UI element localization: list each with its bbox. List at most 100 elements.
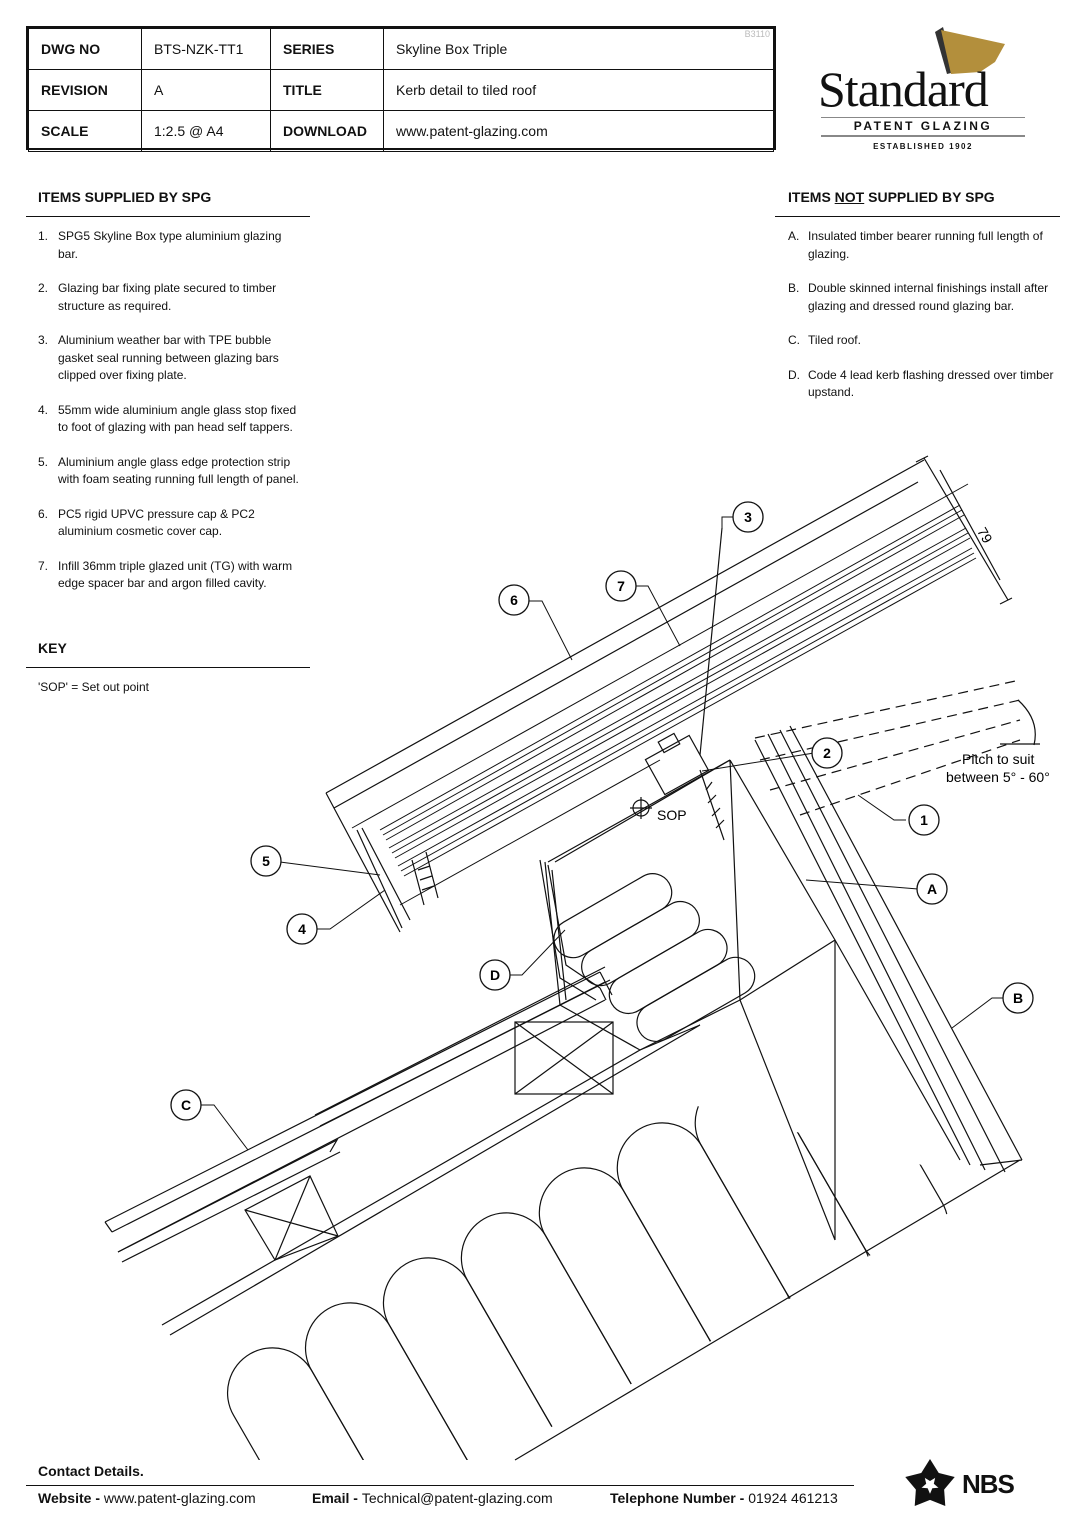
timber-bearer [554, 759, 961, 1241]
callout-label-a: A [927, 881, 937, 897]
title-row: DWG NO BTS-NZK-TT1 SERIES Skyline Box Tr… [28, 28, 774, 70]
supplied-list: 1.SPG5 Skyline Box type aluminium glazin… [38, 228, 303, 610]
not-supplied-item-text: Tiled roof. [808, 333, 861, 347]
drawing-code: B3110 [744, 29, 770, 39]
callout-label-b: B [1013, 990, 1023, 1006]
not-supplied-item-text: Code 4 lead kerb flashing dressed over t… [808, 367, 1054, 400]
title-row: SCALE 1:2.5 @ A4 DOWNLOAD www.patent-gla… [28, 110, 774, 152]
callout-circle-7 [605, 570, 637, 602]
dimension-line [915, 455, 1013, 605]
website-link[interactable]: www.patent-glazing.com [103, 1490, 256, 1506]
supplied-item-number: 3. [38, 333, 49, 347]
nbs-text: NBS [962, 1469, 1015, 1499]
supplied-item: 5. Aluminium angle glass edge protection … [38, 454, 303, 489]
pitch-angle [1000, 699, 1040, 746]
logo-rule-top [821, 117, 1025, 118]
kerb-upstand [544, 759, 741, 1051]
value-series: Skyline Box Triple [383, 28, 774, 70]
callout-circle-a [916, 873, 948, 905]
pitch-label-1: Pitch to suit [962, 751, 1034, 767]
callout-label-5: 5 [262, 853, 270, 869]
callout-circle-5 [250, 845, 282, 877]
supplied-item-number: 4. [38, 402, 49, 417]
roof-deck [161, 1024, 701, 1336]
footer-email: Email - Technical@patent-glazing.com [312, 1490, 553, 1506]
callout-label-c: C [181, 1097, 191, 1113]
kerb-insulation [553, 873, 756, 1042]
title-row: REVISION A TITLE Kerb detail to tiled ro… [28, 69, 774, 111]
not-supplied-item: A.Insulated timber bearer running full l… [788, 228, 1058, 263]
logo-flag-icon [935, 27, 1005, 74]
supplied-item-number: 7. [38, 558, 49, 573]
fixing-plate [644, 734, 710, 796]
title-block-table: DWG NO BTS-NZK-TT1 SERIES Skyline Box Tr… [28, 28, 774, 152]
phone-number: 01924 461213 [748, 1490, 838, 1506]
key-rule [26, 667, 310, 668]
pressure-cap-outline [325, 459, 925, 933]
footer-website: Website - www.patent-glazing.com [38, 1490, 256, 1506]
callout-label-d: D [490, 967, 500, 983]
dimension-text: 79 [974, 524, 996, 546]
supplied-item: 6. PC5 rigid UPVC pressure cap & PC2 alum… [38, 506, 303, 541]
internal-finishings [514, 725, 1023, 1461]
label-title: TITLE [270, 69, 384, 111]
bar-screw-3-leader [699, 527, 723, 756]
supplied-item-text: SPG5 Skyline Box type aluminium glazing … [58, 229, 282, 261]
value-dwg-no: BTS-NZK-TT1 [141, 28, 271, 70]
callout-label-4: 4 [298, 921, 306, 937]
glass-stop [356, 827, 411, 929]
callout-circle-1 [908, 804, 940, 836]
supplied-item: 1.SPG5 Skyline Box type aluminium glazin… [38, 228, 303, 263]
email-label: Email [312, 1490, 350, 1506]
value-download: www.patent-glazing.com [383, 110, 774, 152]
not-supplied-item-text: Double skinned internal finishings insta… [808, 281, 1049, 313]
email-link[interactable]: Technical@patent-glazing.com [361, 1490, 553, 1506]
key-heading: KEY [38, 640, 67, 656]
supplied-item-text: 55mm wide aluminium angle glass stop fix… [58, 402, 297, 435]
label-dwg-no: DWG NO [28, 28, 142, 70]
label-series: SERIES [270, 28, 384, 70]
supplied-item-text: PC5 rigid UPVC pressure cap & PC2 alumin… [58, 506, 255, 539]
value-title: Kerb detail to tiled roof [383, 69, 774, 111]
callout-circle-2 [811, 737, 843, 769]
supplied-rule [26, 216, 310, 217]
weather-bar [657, 732, 681, 754]
callout-circle-d [479, 959, 511, 991]
sop-label: SOP [657, 807, 687, 823]
supplied-heading: ITEMS SUPPLIED BY SPG [38, 189, 212, 205]
callout-leaders [201, 516, 1004, 1151]
nbs-star-icon [905, 1459, 955, 1507]
supplied-item: 2.Glazing bar fixing plate secured to ti… [38, 280, 303, 315]
not-supplied-list: A.Insulated timber bearer running full l… [788, 228, 1058, 419]
company-logo: Standard PATENT GLAZING ESTABLISHED 1902 [815, 22, 1030, 157]
label-download: DOWNLOAD [270, 110, 384, 152]
not-supplied-item-number: D. [788, 367, 800, 382]
supplied-item-text: Infill 36mm triple glazed unit (TG) with… [58, 558, 293, 591]
supplied-item: 4. 55mm wide aluminium angle glass stop f… [38, 402, 303, 437]
callout-circle-3 [732, 501, 764, 533]
nbs-logo: NBS [902, 1457, 1022, 1513]
separator: - [349, 1490, 362, 1506]
footer-rule [26, 1485, 854, 1486]
heading-part: SUPPLIED BY SPG [864, 189, 995, 205]
callout-label-6: 6 [510, 592, 518, 608]
roof-tiles [104, 966, 613, 1263]
supplied-item-text: Aluminium angle glass edge protection st… [58, 454, 299, 487]
key-text: 'SOP' = Set out point [38, 680, 149, 694]
logo-established: ESTABLISHED 1902 [873, 142, 973, 151]
callout-circle-6 [498, 584, 530, 616]
value-scale: 1:2.5 @ A4 [141, 110, 271, 152]
callout-circle-c [170, 1089, 202, 1121]
supplied-item-number: 6. [38, 506, 49, 521]
supplied-item-number: 2. [38, 281, 49, 295]
not-supplied-item-text: Insulated timber bearer running full len… [808, 229, 1043, 261]
lead-flashing [539, 859, 607, 1001]
callout-circle-4 [286, 913, 318, 945]
pitch-label-2: between 5° - 60° [946, 769, 1050, 785]
label-scale: SCALE [28, 110, 142, 152]
separator: - [91, 1490, 104, 1506]
supplied-item-number: 5. [38, 454, 49, 469]
callout-label-7: 7 [617, 578, 625, 594]
glazing-bar-dashed [754, 679, 1021, 816]
